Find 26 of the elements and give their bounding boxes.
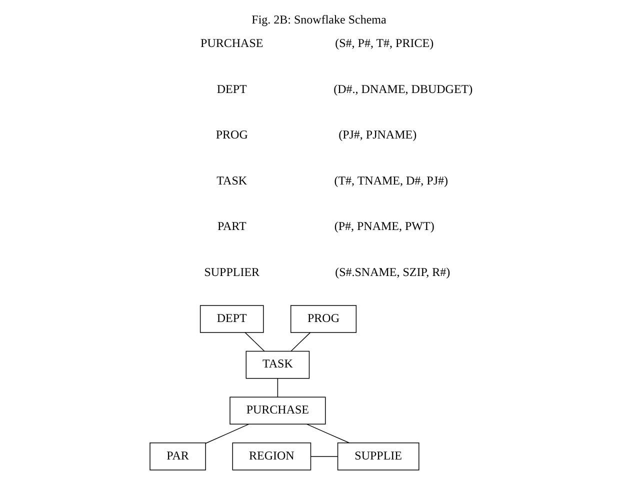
label: PART — [217, 219, 246, 234]
connector — [277, 378, 278, 398]
label: TASK — [216, 173, 248, 188]
label: (P#, PNAME, PWT) — [334, 219, 434, 234]
label: PURCHASE — [200, 36, 264, 50]
node-box: TASK — [246, 350, 310, 379]
diagram-title: Fig. 2B: Snowflake Schema — [252, 12, 386, 27]
connector — [244, 332, 265, 352]
node-box: PAR — [150, 442, 206, 470]
node-box: PURCHASE — [230, 396, 326, 425]
node-box: SUPPLIE — [337, 442, 420, 470]
label: PROG — [216, 128, 248, 142]
label: (S#, P#, T#, PRICE) — [335, 36, 434, 50]
connector — [205, 424, 250, 444]
node-box: REGION — [232, 442, 312, 470]
connector — [306, 424, 350, 444]
label: (T#, TNAME, D#, PJ#) — [334, 173, 448, 188]
label: (PJ#, PJNAME) — [338, 128, 417, 142]
node-box: PROG — [290, 305, 357, 333]
connector — [310, 456, 338, 457]
connector — [290, 332, 311, 352]
label: (S#.SNAME, SZIP, R#) — [335, 265, 450, 280]
label: SUPPLIER — [204, 265, 260, 280]
label: DEPT — [216, 82, 247, 96]
label: (D#., DNAME, DBUDGET) — [334, 82, 473, 96]
node-box: DEPT — [200, 305, 264, 333]
